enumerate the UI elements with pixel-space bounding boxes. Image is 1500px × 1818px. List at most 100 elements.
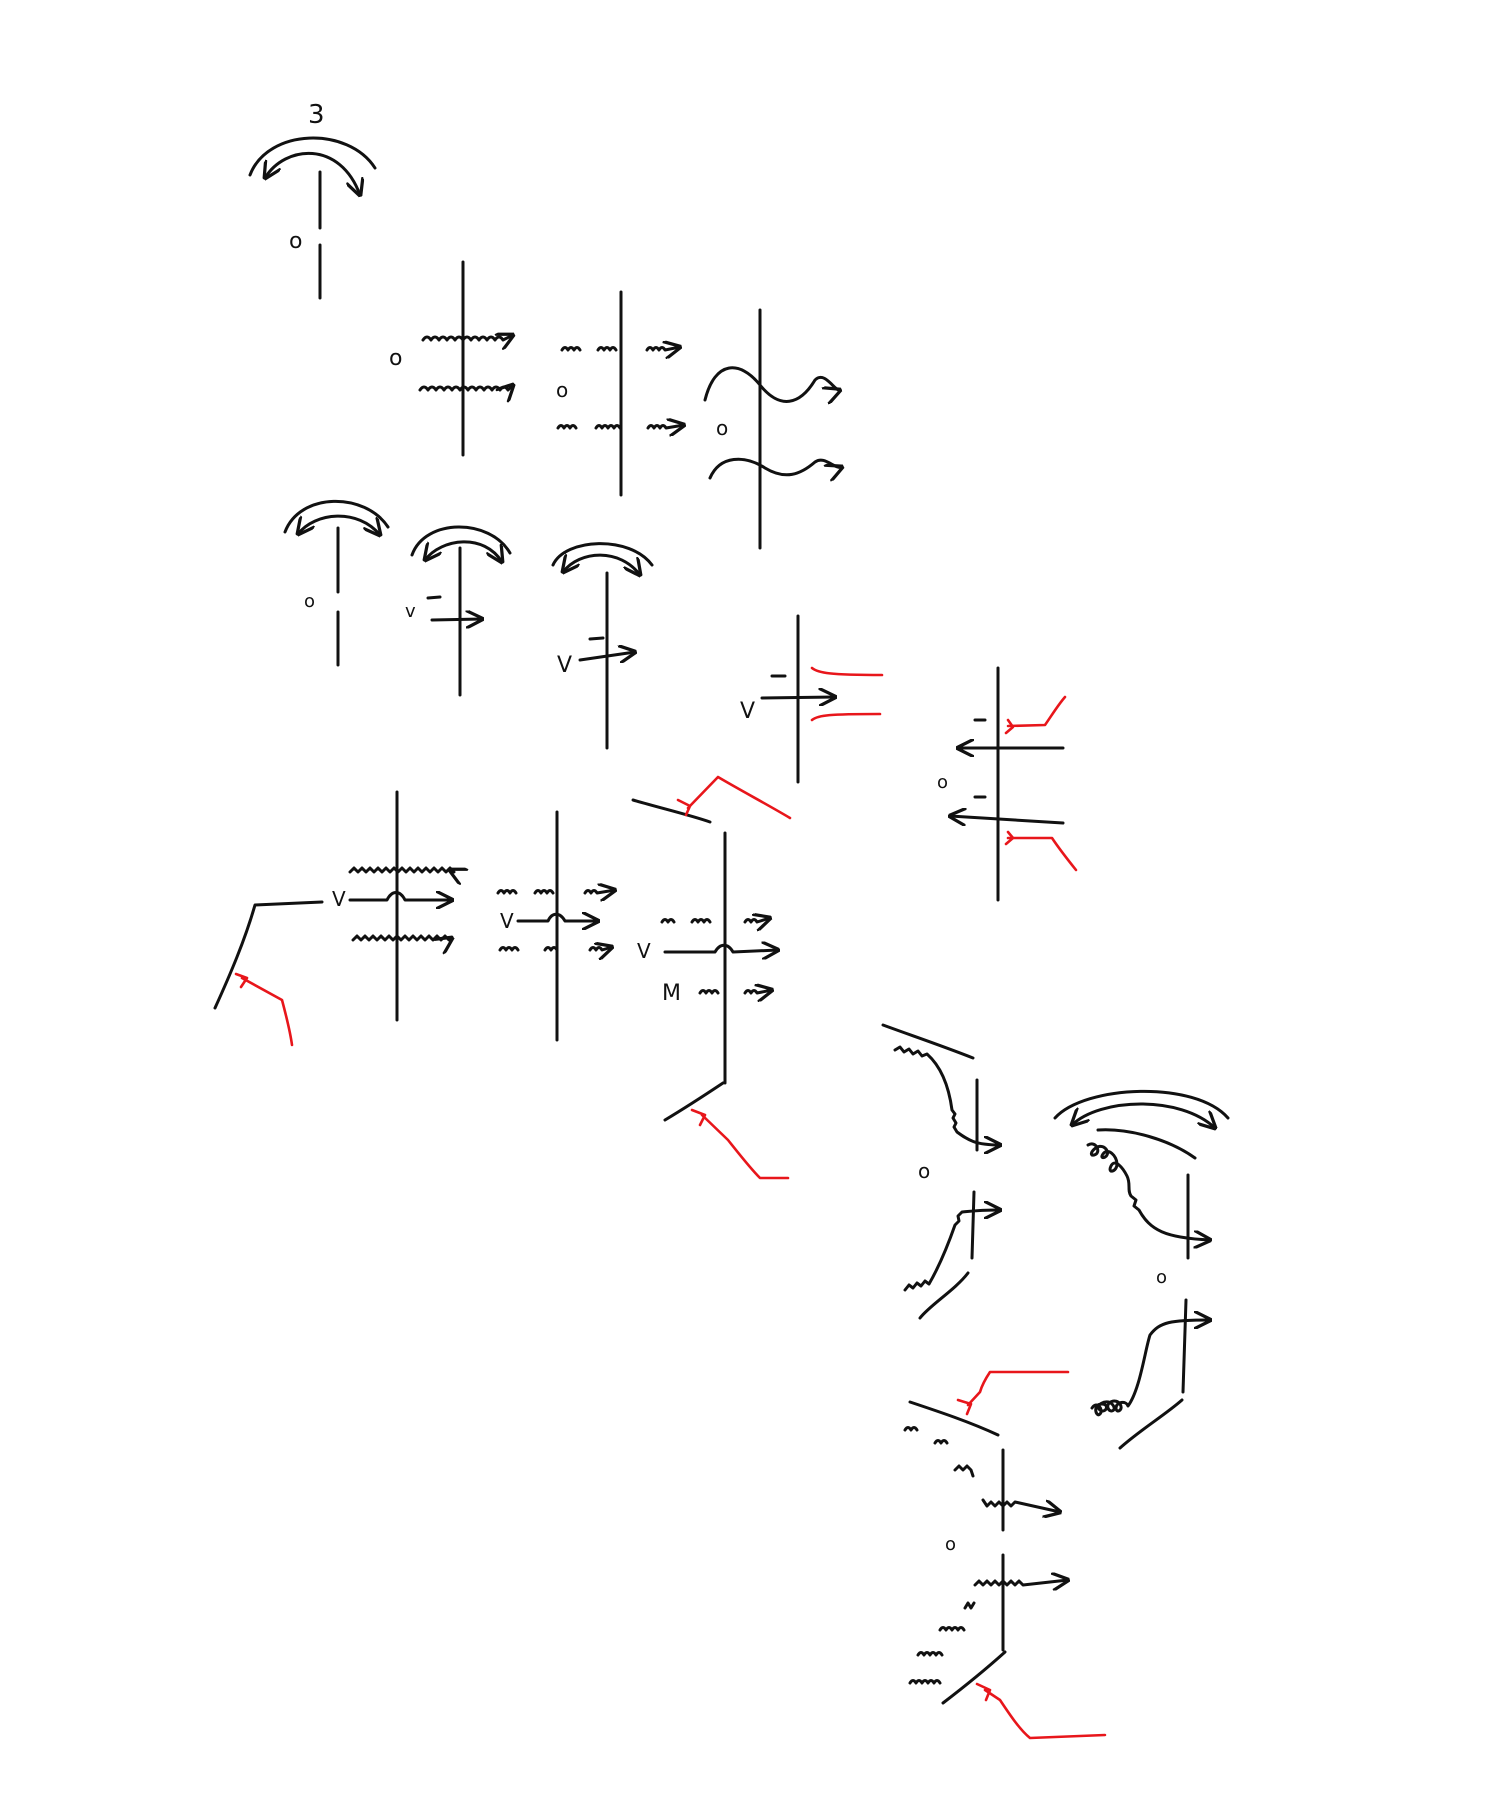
figure-reverse-arrows: o xyxy=(937,666,1078,902)
arc-arrow-line xyxy=(265,151,360,195)
figure-triple-m: V M xyxy=(631,775,792,1180)
wavy-dash xyxy=(933,1439,949,1445)
jagged-arrow xyxy=(903,1210,1000,1292)
open-mark: o xyxy=(937,772,948,793)
figure-arc-v: V xyxy=(551,542,654,750)
wavy-arrow xyxy=(588,947,612,950)
open-mark: o xyxy=(556,378,568,402)
arc-arrow-line xyxy=(425,540,502,562)
wavy-dash xyxy=(908,1679,942,1685)
v-mark: V xyxy=(740,699,755,724)
figure-big-arc: o xyxy=(1053,1089,1230,1450)
left-extension-line xyxy=(213,900,324,1010)
v-mark: V xyxy=(332,887,346,911)
red-hook-line xyxy=(983,1688,1107,1740)
wavy-dash xyxy=(953,1464,975,1478)
straight-arrow xyxy=(760,697,835,698)
open-mark: o xyxy=(918,1159,930,1183)
outer-curve-line xyxy=(1118,1398,1184,1450)
arc-arrow-line xyxy=(1072,1102,1215,1128)
arc-outer-line xyxy=(1053,1089,1230,1120)
straight-arrow xyxy=(348,893,452,901)
wavy-arrow xyxy=(646,425,684,428)
figure-wave-pair-b: o xyxy=(556,290,684,497)
curled-arrow xyxy=(1090,1320,1210,1417)
wavy-dash xyxy=(533,889,555,895)
arc-arrow-line xyxy=(298,514,380,535)
wavy-dash xyxy=(496,889,518,895)
v-mark: V xyxy=(557,653,572,678)
red-hook-line xyxy=(966,1370,1070,1407)
inner-arc-line xyxy=(1096,1128,1197,1160)
zigzag-arrow xyxy=(348,866,454,872)
wavy-dash xyxy=(698,989,720,995)
wavy-arrow xyxy=(743,990,772,993)
v-mark: v xyxy=(405,601,416,622)
open-mark: o xyxy=(945,1534,956,1555)
arc-arrow-line xyxy=(563,555,640,575)
outer-curve-line xyxy=(941,1650,1007,1705)
straight-arrow xyxy=(578,652,635,660)
outer-curve-line xyxy=(881,1023,975,1060)
bottom-extension-line xyxy=(663,1081,725,1122)
figure-arc-open: o xyxy=(283,499,390,667)
wavy-dash xyxy=(596,346,618,352)
curled-arrow xyxy=(1086,1142,1210,1240)
wavy-dash xyxy=(556,424,578,430)
wavy-arrow xyxy=(418,385,513,390)
red-hook-line xyxy=(240,976,294,1047)
figure-wave-pair-c: o xyxy=(703,308,842,550)
v-mark: V xyxy=(637,939,651,963)
wavy-dash xyxy=(660,918,676,924)
outer-curve-line xyxy=(908,1400,1000,1437)
wavy-arrow xyxy=(743,918,770,922)
straight-arrow xyxy=(950,816,1065,823)
red-tick-mark xyxy=(1004,718,1015,735)
straight-arrow xyxy=(430,619,482,620)
wavy-arrow xyxy=(421,335,513,340)
wavy-dash xyxy=(963,1601,976,1610)
outer-curve-line xyxy=(918,1271,970,1320)
wavy-arrow xyxy=(973,1580,1068,1585)
top-extension-line xyxy=(631,798,712,824)
figure-curved-jagged: o xyxy=(881,1023,1000,1320)
staff-line xyxy=(970,1190,976,1260)
red-branch-line xyxy=(810,666,884,677)
wavy-dash xyxy=(498,946,520,952)
red-tick-mark xyxy=(234,972,249,989)
arc-outer-line xyxy=(551,542,654,567)
red-tick-mark xyxy=(1004,830,1015,846)
wavy-dash xyxy=(690,918,712,924)
wavy-dash xyxy=(903,1426,919,1432)
red-tick-mark xyxy=(975,1682,992,1702)
v-mark: V xyxy=(500,909,514,933)
zigzag-arrow xyxy=(351,934,452,940)
m-mark: M xyxy=(662,981,681,1006)
wavy-arrow xyxy=(583,890,615,893)
staff-line xyxy=(1181,1298,1188,1394)
figure-wave-pair-a: o xyxy=(389,260,513,457)
sine-arrow xyxy=(708,457,842,478)
wavy-dash xyxy=(938,1626,966,1632)
red-branch-line xyxy=(810,712,882,722)
open-mark: o xyxy=(1156,1267,1167,1288)
figure-triple-zigzag-a: V xyxy=(213,790,454,1047)
straight-arrow xyxy=(516,914,598,921)
wavy-dash xyxy=(594,424,622,430)
red-tick-mark xyxy=(956,1398,973,1416)
figure-triple-zigzag-b: V xyxy=(496,810,615,1042)
red-tick-mark xyxy=(676,798,692,817)
sine-arrow xyxy=(703,366,840,402)
red-hook-line xyxy=(1006,836,1078,872)
wavy-dash xyxy=(543,946,559,952)
open-mark: o xyxy=(304,591,315,612)
jagged-arrow xyxy=(893,1045,1000,1145)
figure-arc-v-small: v xyxy=(405,525,512,697)
straight-arrow xyxy=(663,945,778,952)
figure-bottom-curve: o xyxy=(903,1370,1107,1740)
red-hook-line xyxy=(700,1113,790,1180)
dash-mark xyxy=(588,636,605,641)
wavy-arrow xyxy=(981,1498,1060,1512)
open-mark: o xyxy=(716,416,728,440)
